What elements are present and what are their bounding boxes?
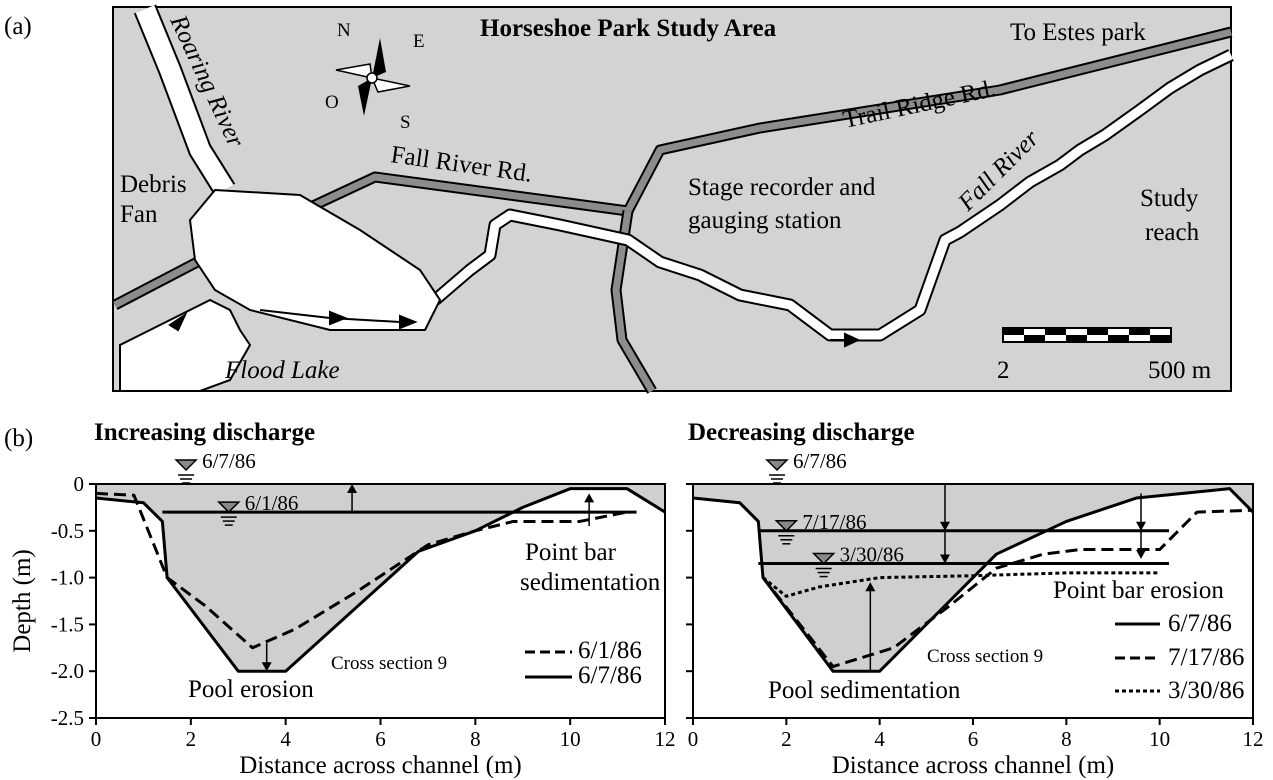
- left-legend: 6/1/86 6/7/86: [525, 637, 642, 689]
- right-xtick-label: 4: [874, 727, 885, 751]
- panel-b-label: (b): [4, 425, 33, 452]
- right-legend: 6/7/86 7/17/86 3/30/86: [1115, 610, 1244, 704]
- to-estes-label: To Estes park: [1010, 19, 1146, 46]
- flow-arrows: [168, 309, 861, 348]
- right-xaxis-label: Distance across channel (m): [832, 752, 1115, 779]
- panel-a-label: (a): [4, 13, 32, 40]
- right-xtick-label: 12: [1243, 727, 1264, 751]
- right-legend-1: 6/7/86: [1168, 610, 1232, 637]
- left-ytick-label: -2.0: [51, 659, 84, 683]
- left-xtick-label: 2: [186, 727, 197, 751]
- right-arrowhead: [1136, 549, 1146, 559]
- right-legend-2: 7/17/86: [1168, 644, 1244, 671]
- flood-lake-label: Flood Lake: [224, 357, 340, 384]
- right-xtick-label: 2: [781, 727, 792, 751]
- compass-e: E: [413, 31, 425, 52]
- right-water-marker-icon: [774, 520, 799, 532]
- compass-n: N: [337, 20, 351, 41]
- scale-left-label: 2: [997, 357, 1010, 384]
- right-series-3-30-86: [762, 571, 1160, 598]
- study-reach-label-2: reach: [1145, 219, 1200, 246]
- left-xtick-label: 8: [470, 727, 481, 751]
- right-xtick-label: 10: [1149, 727, 1170, 751]
- study-reach-label-1: Study: [1140, 185, 1199, 212]
- right-arrowhead: [940, 554, 950, 564]
- right-water-marker-icon: [811, 552, 836, 565]
- right-xtick-label: 6: [968, 727, 979, 751]
- right-arrowhead: [1136, 521, 1146, 531]
- left-arrowhead: [261, 662, 272, 672]
- right-annot-point-bar-erosion: Point bar erosion: [1053, 577, 1224, 604]
- left-stage-label: 6/7/86: [202, 449, 256, 473]
- right-stage-label: 6/7/86: [793, 449, 847, 473]
- right-xtick-label: 8: [1061, 727, 1072, 751]
- right-arrowhead: [865, 582, 876, 592]
- right-series-6-7-86: [692, 487, 1255, 673]
- left-series-6-1-86: [95, 491, 628, 650]
- left-water-marker-icon: [216, 501, 241, 514]
- left-xaxis-label: Distance across channel (m): [239, 752, 522, 779]
- left-yaxis-label: Depth (m): [9, 549, 36, 652]
- left-chart-title: Increasing discharge: [94, 419, 315, 446]
- left-ytick-label: -0.5: [51, 519, 84, 543]
- rivers: [133, 4, 1234, 342]
- flood-lake: [119, 298, 252, 392]
- right-xtick-label: 0: [688, 727, 699, 751]
- scale-bar: 2 500 m: [997, 327, 1212, 384]
- compass-rose: N E S O: [325, 20, 425, 133]
- left-series-6-7-86: [95, 487, 666, 673]
- left-xtick-label: 0: [91, 727, 102, 751]
- left-legend-2: 6/7/86: [578, 662, 642, 689]
- left-xtick-label: 10: [560, 727, 581, 751]
- left-ytick-label: -1.0: [51, 566, 84, 590]
- debris-fan: [188, 188, 442, 331]
- left-xtick-label: 12: [655, 727, 676, 751]
- left-arrowhead: [347, 484, 358, 493]
- right-arrowhead: [940, 521, 950, 531]
- left-xtick-label: 6: [375, 727, 386, 751]
- right-annot-pool-sedimentation: Pool sedimentation: [768, 677, 961, 704]
- left-annot-pool-erosion: Pool erosion: [188, 676, 314, 703]
- left-xtick-label: 4: [280, 727, 291, 751]
- right-stage-label: 7/17/86: [802, 510, 866, 534]
- right-legend-3: 3/30/86: [1168, 677, 1244, 704]
- left-arrowhead: [584, 493, 595, 503]
- left-ytick-label: -2.5: [51, 706, 84, 730]
- debris-label-1: Debris: [120, 171, 187, 198]
- left-legend-1: 6/1/86: [578, 637, 642, 664]
- left-ytick-label: -1.5: [51, 612, 84, 636]
- left-annot-sedimentation: sedimentation: [520, 569, 661, 596]
- right-annot-cross-section: Cross section 9: [927, 646, 1043, 667]
- right-water-marker-icon: [765, 459, 789, 472]
- debris-label-2: Fan: [120, 201, 158, 228]
- right-series-7-17-86: [761, 508, 1254, 669]
- left-annot-cross-section: Cross section 9: [331, 653, 447, 674]
- right-chart-title: Decreasing discharge: [688, 419, 915, 446]
- left-water-marker-icon: [174, 459, 198, 472]
- right-stage-label: 3/30/86: [840, 543, 904, 567]
- stage-recorder-label-2: gauging station: [688, 207, 842, 234]
- compass-o: O: [325, 92, 339, 113]
- left-ytick-label: 0: [74, 472, 85, 496]
- left-stage-label: 6/1/86: [245, 491, 299, 515]
- compass-s: S: [400, 112, 411, 133]
- left-annot-point-bar: Point bar: [525, 539, 617, 566]
- map-title: Horseshoe Park Study Area: [480, 15, 777, 42]
- scale-right-label: 500 m: [1148, 357, 1212, 384]
- stage-recorder-label-1: Stage recorder and: [688, 174, 876, 201]
